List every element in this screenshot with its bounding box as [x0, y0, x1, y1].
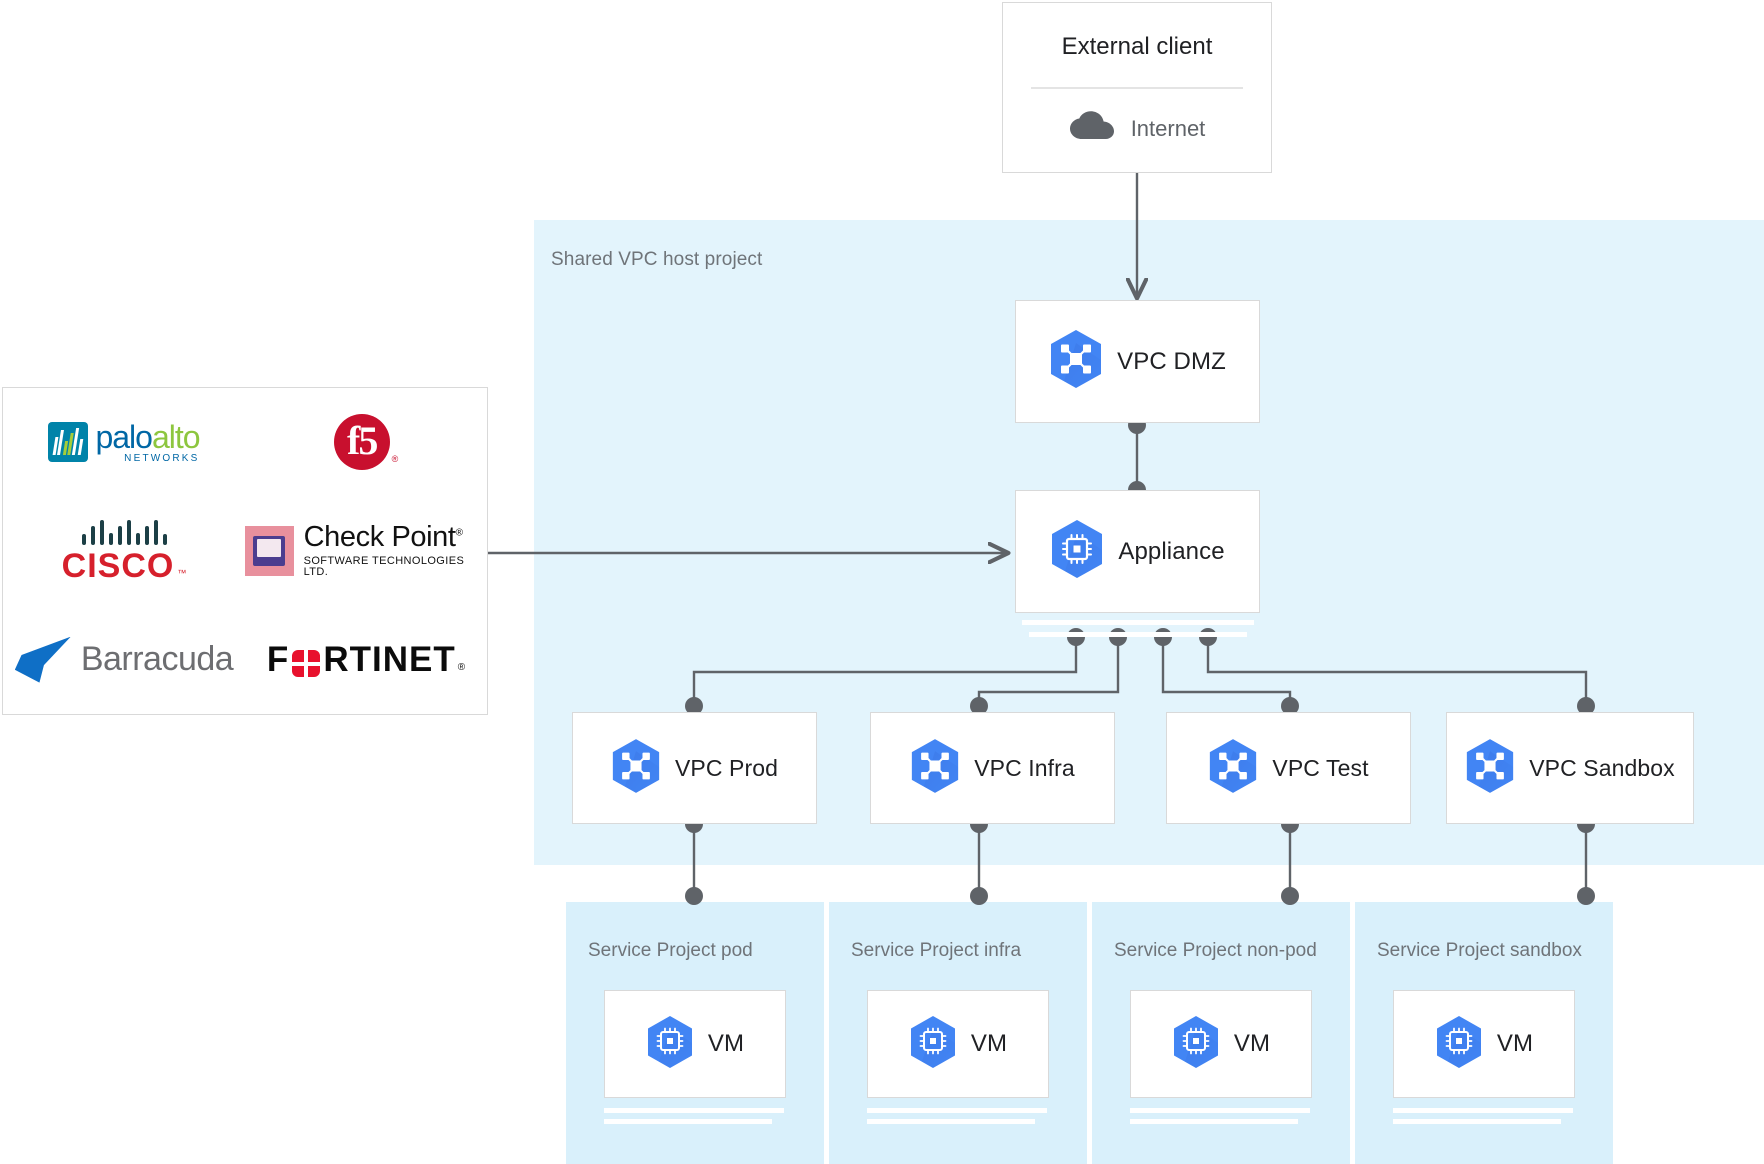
service-project-pod-label: Service Project pod [588, 940, 753, 961]
service-project-non-pod-label: Service Project non-pod [1114, 940, 1317, 961]
checkpoint-mark-icon [245, 525, 294, 576]
fortinet-trademark: ® [457, 662, 466, 674]
service-project-infra-vm-card[interactable]: VM [867, 990, 1049, 1098]
vendor-checkpoint[interactable]: Check Point® SOFTWARE TECHNOLOGIES LTD. [245, 523, 487, 578]
appliance-chip-icon [1050, 519, 1104, 584]
vpc-network-icon [1208, 738, 1258, 799]
external-client-divider [1031, 87, 1243, 89]
service-project-pod-stack [604, 1102, 784, 1124]
cisco-trademark: ™ [177, 567, 187, 578]
paloalto-mark-icon [48, 422, 89, 463]
vpc-network-icon [1465, 738, 1515, 799]
vendor-paloalto[interactable]: paloalto NETWORKS [48, 418, 201, 464]
service-project-sandbox-panel: Service Project sandbox [1355, 902, 1613, 1164]
vm-instance-icon [1172, 1015, 1220, 1074]
paloalto-logo: paloalto NETWORKS [48, 418, 201, 464]
vm-instance-icon [646, 1015, 694, 1074]
vpc-prod-card[interactable]: VPC Prod [572, 712, 817, 824]
barracuda-logo: Barracuda [14, 636, 234, 683]
checkpoint-tagline: SOFTWARE TECHNOLOGIES LTD. [303, 555, 465, 579]
vm-instance-icon [909, 1015, 957, 1074]
service-project-sandbox-label: Service Project sandbox [1377, 940, 1582, 961]
vendor-cisco[interactable]: CISCO ™ [61, 519, 187, 585]
service-project-infra-stack [867, 1102, 1047, 1124]
vm-instance-icon [1435, 1015, 1483, 1074]
vpc-test-label: VPC Test [1272, 754, 1369, 781]
checkpoint-logo: Check Point® SOFTWARE TECHNOLOGIES LTD. [245, 523, 487, 578]
paloalto-word-primary: palo [95, 418, 152, 455]
shared-vpc-host-project-label: Shared VPC host project [551, 249, 763, 270]
service-project-sandbox-stack [1393, 1102, 1573, 1124]
fortinet-word-suffix: RTINET [323, 640, 456, 680]
service-project-pod-vm-label: VM [707, 1030, 745, 1057]
fortinet-word-prefix: F [266, 640, 290, 680]
vpc-network-icon [1049, 329, 1103, 394]
vpc-test-card[interactable]: VPC Test [1166, 712, 1411, 824]
vpc-dmz-label: VPC DMZ [1117, 347, 1226, 375]
external-client-network-label: Internet [1130, 115, 1206, 141]
vpc-infra-label: VPC Infra [974, 754, 1075, 781]
vpc-prod-label: VPC Prod [674, 754, 779, 781]
checkpoint-word-primary: Check Point [303, 521, 456, 554]
barracuda-fin-icon [14, 636, 71, 683]
service-project-infra-vm-label: VM [970, 1030, 1008, 1057]
service-project-non-pod-panel: Service Project non-pod [1092, 902, 1350, 1164]
appliance-card[interactable]: Appliance [1015, 490, 1260, 613]
service-project-pod-vm-card[interactable]: VM [604, 990, 786, 1098]
appliance-label: Appliance [1118, 537, 1225, 565]
paloalto-tagline: NETWORKS [124, 452, 200, 464]
vpc-sandbox-label: VPC Sandbox [1529, 754, 1675, 781]
barracuda-word-primary: Barracuda [80, 640, 234, 679]
cloud-icon [1069, 111, 1115, 146]
service-project-infra-panel: Service Project infra [829, 902, 1087, 1164]
vendor-barracuda[interactable]: Barracuda [14, 636, 234, 683]
fortinet-logo: F RTINET ® [266, 640, 466, 680]
f5-logo: f5 ® [333, 414, 399, 471]
external-client-card[interactable]: External client Internet [1002, 2, 1272, 173]
service-project-non-pod-vm-label: VM [1233, 1030, 1271, 1057]
service-project-infra-label: Service Project infra [851, 940, 1022, 961]
vpc-sandbox-card[interactable]: VPC Sandbox [1446, 712, 1694, 824]
service-project-sandbox-vm-card[interactable]: VM [1393, 990, 1575, 1098]
external-client-title: External client [1061, 33, 1213, 60]
vpc-dmz-card[interactable]: VPC DMZ [1015, 300, 1260, 423]
vpc-infra-card[interactable]: VPC Infra [870, 712, 1115, 824]
service-project-pod-panel: Service Project pod [566, 902, 824, 1164]
cisco-word-primary: CISCO [61, 546, 175, 585]
fortinet-o-icon [292, 650, 321, 678]
vendor-fortinet[interactable]: F RTINET ® [266, 640, 466, 680]
vpc-network-icon [611, 738, 661, 799]
paloalto-word-secondary: alto [151, 418, 201, 455]
service-project-non-pod-vm-card[interactable]: VM [1130, 990, 1312, 1098]
cisco-bars-icon [81, 519, 167, 545]
f5-word-primary: f5 [333, 414, 390, 471]
cisco-logo: CISCO ™ [61, 519, 187, 585]
service-project-non-pod-stack [1130, 1102, 1310, 1124]
f5-trademark: ® [391, 454, 399, 465]
appliance-stack [1022, 613, 1254, 637]
vendor-f5[interactable]: f5 ® [333, 414, 399, 471]
checkpoint-trademark: ® [455, 527, 463, 539]
service-project-sandbox-vm-label: VM [1496, 1030, 1534, 1057]
vpc-network-icon [910, 738, 960, 799]
vendor-appliance-panel: paloalto NETWORKS f5 ® [2, 387, 488, 715]
